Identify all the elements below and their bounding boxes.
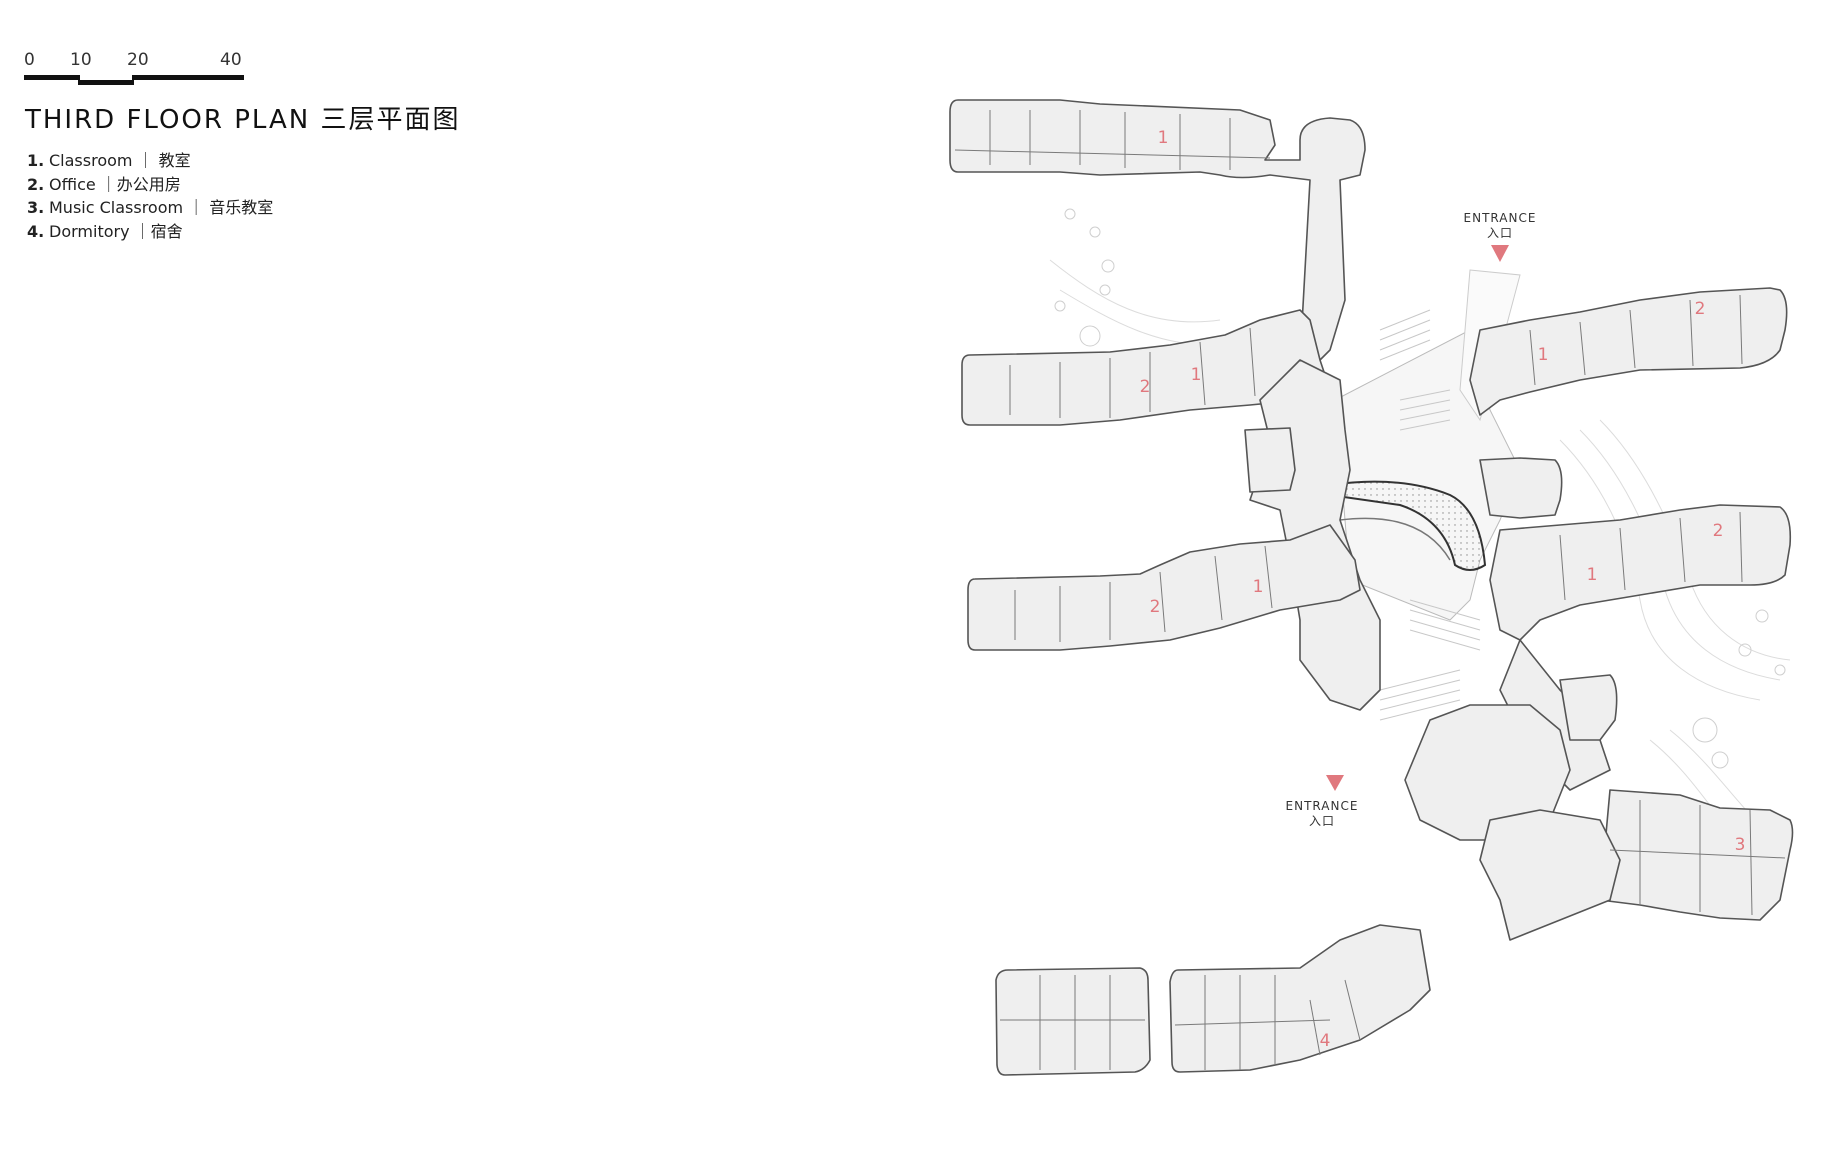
scale-tick-0: 0: [24, 50, 35, 70]
legend-number: 3.: [27, 198, 45, 217]
stair-block-right: [1479, 457, 1563, 519]
wing-right-upper: [1469, 287, 1788, 416]
legend-item: 3.Music Classroom ｜ 音乐教室: [27, 196, 273, 220]
entrance-label-zh: 入口: [1487, 226, 1513, 240]
room-legend: 1.Classroom ｜ 教室 2.Office ｜办公用房 3.Music …: [27, 149, 273, 243]
room-label-office: 2: [1150, 597, 1161, 617]
building-wings: [949, 99, 1794, 941]
stair-tower-right-2: [1559, 674, 1618, 741]
dormitory-blocks: [995, 924, 1431, 1076]
legend-item: 4.Dormitory ｜宿舍: [27, 220, 273, 244]
room-labels: 1 1 2 1 1 2 1 2 1 2 3 4: [1140, 128, 1746, 1051]
room-label-office: 2: [1713, 521, 1724, 541]
scale-tick-10: 10: [70, 50, 92, 70]
scale-segment-1: [24, 75, 80, 80]
legend-label: Dormitory ｜宿舍: [49, 221, 183, 241]
plan-title: THIRD FLOOR PLAN 三层平面图: [25, 105, 461, 135]
scale-tick-20: 20: [127, 50, 149, 70]
entrance-label-zh: 入口: [1309, 814, 1335, 828]
wing-right-middle: [1489, 504, 1792, 641]
entrance-arrow-icon: [1491, 245, 1509, 262]
legend-item: 1.Classroom ｜ 教室: [27, 149, 273, 173]
wing-music: [1599, 789, 1794, 921]
central-atrium: [1329, 269, 1521, 721]
room-label-classroom: 1: [1158, 128, 1169, 148]
room-label-classroom: 1: [1587, 565, 1598, 585]
interior-partitions: [954, 110, 1786, 1070]
wing-upper-mid-left: [961, 309, 1331, 426]
legend-item: 2.Office ｜办公用房: [27, 173, 273, 197]
legend-number: 4.: [27, 221, 45, 241]
room-label-office: 2: [1695, 299, 1706, 319]
scale-segment-2: [78, 80, 134, 85]
legend-label: Office ｜办公用房: [49, 174, 181, 194]
room-label-dormitory: 4: [1320, 1031, 1331, 1051]
legend-label: Music Classroom ｜ 音乐教室: [49, 198, 274, 217]
room-label-office: 2: [1140, 377, 1151, 397]
entrance-arrow-icon: [1326, 775, 1344, 791]
room-label-music-classroom: 3: [1735, 835, 1746, 855]
entrance-label-en: ENTRANCE: [1464, 211, 1537, 225]
room-label-classroom: 1: [1538, 345, 1549, 365]
entrance-label-en: ENTRANCE: [1286, 799, 1359, 813]
legend-number: 2.: [27, 174, 45, 194]
scale-segment-3: [132, 75, 244, 80]
wing-service: [1479, 809, 1621, 941]
site-trees: [1054, 208, 1786, 769]
wing-top-left: [949, 99, 1366, 361]
scale-tick-40: 40: [220, 50, 242, 70]
legend-number: 1.: [27, 151, 45, 170]
entrance-markers: ENTRANCE 入口 ENTRANCE 入口: [1286, 211, 1537, 828]
dorm-block-right: [1169, 924, 1431, 1073]
dorm-block-left: [995, 967, 1151, 1076]
room-label-classroom: 1: [1253, 577, 1264, 597]
stair-tower-mid: [1244, 427, 1296, 493]
room-label-classroom: 1: [1191, 365, 1202, 385]
legend-label: Classroom ｜ 教室: [49, 151, 191, 170]
wing-lower-left: [967, 524, 1361, 651]
